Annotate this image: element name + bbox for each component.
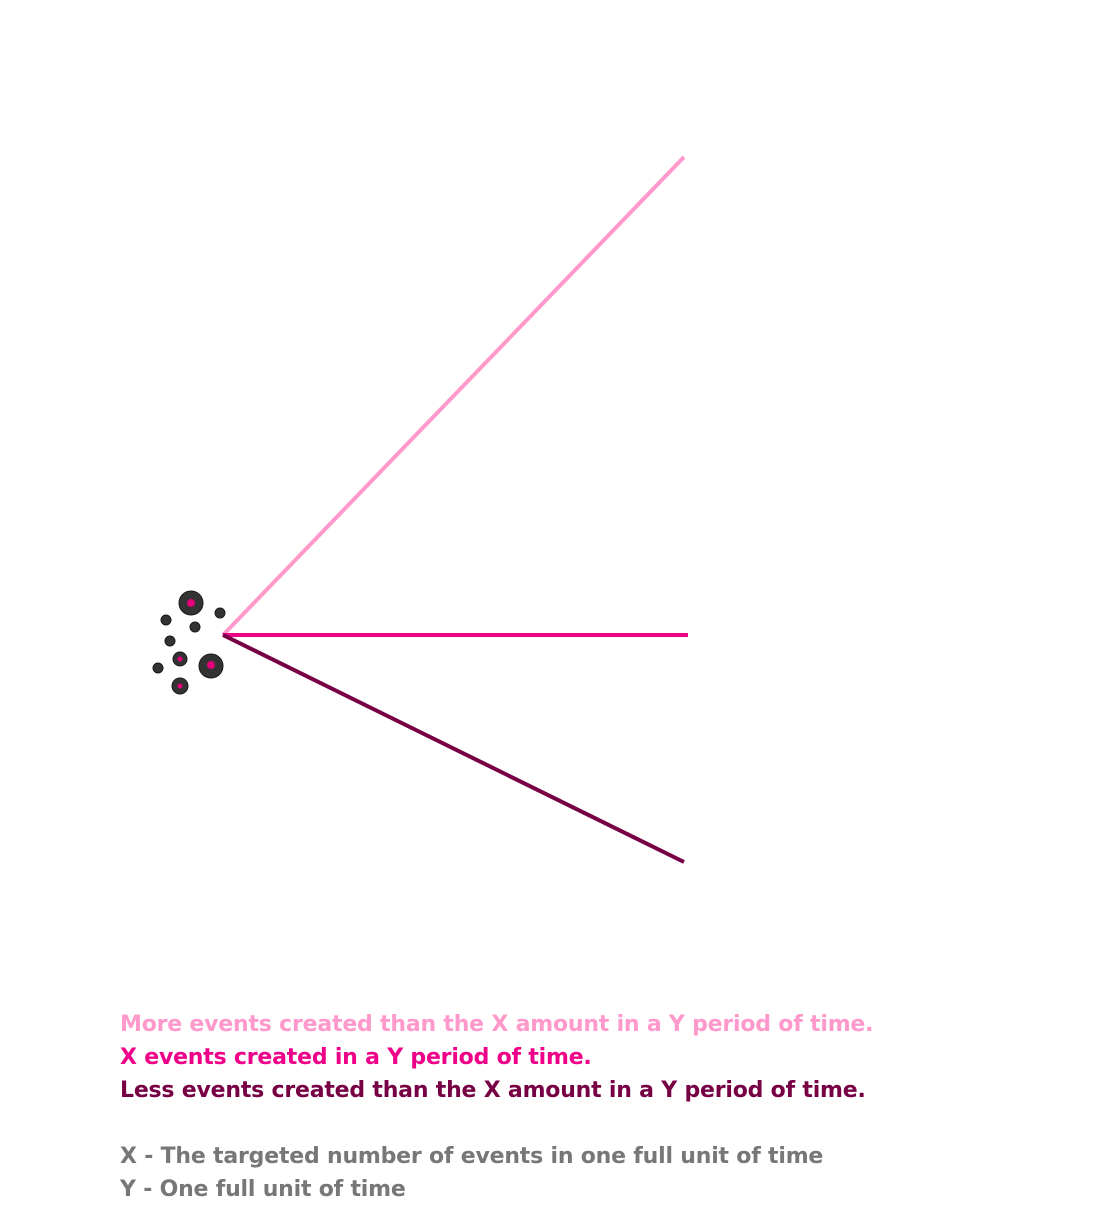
legend: More events created than the X amount in…	[120, 1008, 874, 1206]
legend-y-definition: Y - One full unit of time	[120, 1177, 406, 1202]
less-events-line	[222, 633, 685, 864]
more-events-line	[221, 155, 686, 637]
legend-spacer	[120, 1107, 873, 1140]
legend-x-definition: X - The targeted number of events in one…	[120, 1144, 824, 1169]
event-particle-cluster-icon	[152, 590, 226, 695]
event-rate-diagram	[152, 155, 688, 864]
legend-more-events: More events created than the X amount in…	[120, 1012, 874, 1037]
legend-less-events: Less events created than the X amount in…	[120, 1078, 866, 1103]
legend-target-events: X events created in a Y period of time.	[120, 1045, 592, 1070]
